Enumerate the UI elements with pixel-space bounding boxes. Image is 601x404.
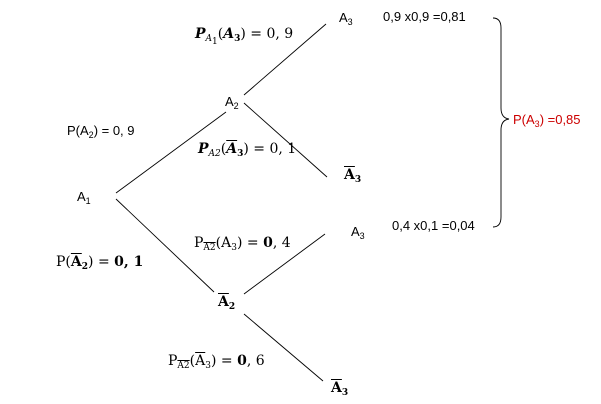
prob-a3-given-not-a2: PA2(A3) = 0, 4 (194, 235, 291, 253)
product-bottom: 0,4 x0,1 =0,04 (392, 218, 475, 233)
branch-a1-a2 (115, 111, 227, 194)
curly-brace (492, 17, 510, 228)
node-not-a2: A2 (218, 294, 236, 312)
node-not-a3-bottom: A3 (331, 380, 349, 398)
branch-not-a2-not-a3 (243, 313, 324, 382)
prob-not-a3-given-not-a2: PA2(A3) = 0, 6 (168, 353, 265, 371)
branch-a1-not-a2 (115, 198, 215, 293)
prob-a2: P(A2) = 0, 9 (67, 123, 135, 140)
node-a1: A1 (77, 189, 91, 206)
product-top: 0,9 x0,9 =0,81 (383, 9, 466, 24)
result-p-a3: P(A3) =0,85 (513, 112, 581, 129)
node-a3-top: A3 (339, 10, 353, 27)
prob-a3-given-a2: PA1(A3) = 0, 9 (195, 26, 294, 47)
prob-not-a2: P(A2) = 0, 1 (56, 254, 144, 272)
node-not-a3-top: A3 (344, 167, 362, 185)
branch-a2-not-a3 (243, 102, 328, 178)
node-a2: A2 (225, 94, 239, 111)
prob-not-a3-given-a2: PA2(A3) = 0, 1 (198, 141, 297, 159)
branch-a2-a3 (243, 23, 327, 96)
node-a3-bottom: A3 (351, 224, 365, 241)
branch-not-a2-a3 (243, 233, 326, 295)
